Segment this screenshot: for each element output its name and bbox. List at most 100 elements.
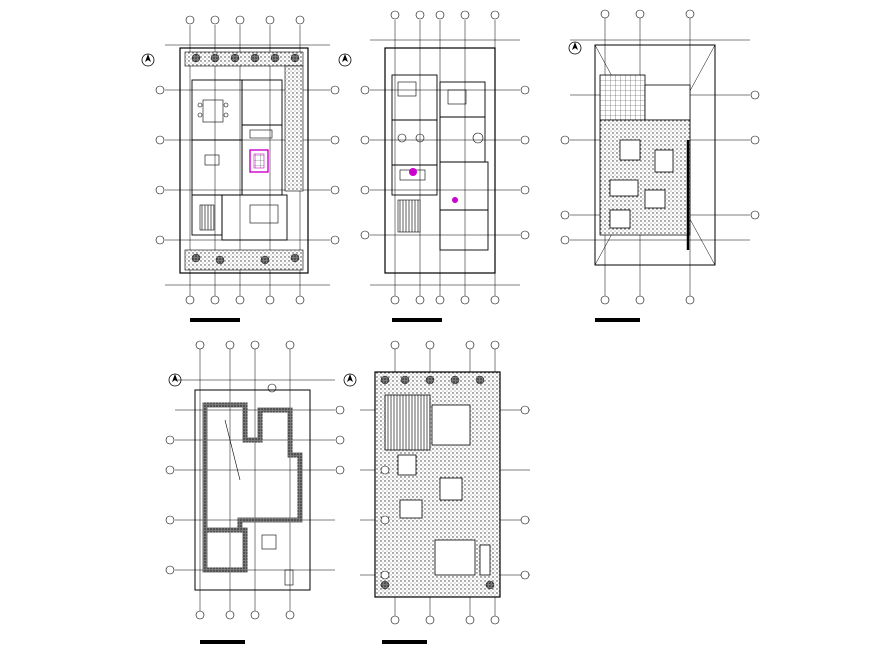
north-arrow-icon [168,373,182,387]
grid-bubble [750,210,760,220]
grid-bubble [330,135,340,145]
grid-bubble [390,295,400,305]
north-arrow-icon [343,373,357,387]
grid-bubbles [155,9,760,625]
grid-bubble [750,135,760,145]
grid-bubble [330,85,340,95]
grid-bubble [520,570,530,580]
accent-marker [452,197,458,203]
grid-bubble [520,515,530,525]
grid-bubble [155,235,165,245]
grid-bubble [285,610,295,620]
grid-bubble [415,10,425,20]
grid-bubble [390,615,400,625]
grid-bubble [520,185,530,195]
grid-bubble [330,185,340,195]
accent-marker [409,168,417,176]
grid-bubble [295,15,305,25]
sheet-title-bar [382,640,427,644]
grid-bubble [195,340,205,350]
grid-bubble [225,610,235,620]
plan-1 [141,25,330,322]
grid-bubble [520,135,530,145]
grid-bubble [360,135,370,145]
grid-bubble [195,610,205,620]
staircase [199,204,215,231]
grid-bubble [165,515,175,525]
sheet-title-bar [200,640,245,644]
grid-bubble [165,435,175,445]
grid-bubble [295,295,305,305]
grid-bubble [465,615,475,625]
grid-bubble [635,9,645,19]
grid-bubble [465,340,475,350]
grid-bubble [335,405,345,415]
grid-bubble [250,610,260,620]
grid-bubble [520,230,530,240]
north-arrow-icon [141,53,155,67]
grid-bubble [330,235,340,245]
grid-bubble [490,295,500,305]
grid-bubble [250,340,260,350]
grid-bubble [335,435,345,445]
plan-3 [568,18,750,322]
grid-bubble [490,340,500,350]
grid-bubble [235,295,245,305]
plan-4 [168,345,335,644]
grid-bubble [265,15,275,25]
grid-bubble [380,465,390,475]
grid-bubble [435,295,445,305]
grid-bubble [560,135,570,145]
grid-bubble [225,340,235,350]
grid-bubble [390,340,400,350]
grid-bubble [490,615,500,625]
grid-bubble [520,85,530,95]
grid-bubble [185,15,195,25]
grid-bubble [460,295,470,305]
grid-bubble [560,210,570,220]
grid-bubble [390,10,400,20]
sheet-title-bar [190,318,240,322]
grid-bubble [360,85,370,95]
roof-slope [384,394,431,451]
grid-bubble [165,465,175,475]
grid-bubble [335,465,345,475]
grid-bubble [380,515,390,525]
grid-bubble [460,10,470,20]
grid-bubble [155,85,165,95]
grid-bubble [185,295,195,305]
roof-tile-area [599,74,646,121]
grid-bubble [360,230,370,240]
grid-bubble [490,10,500,20]
plan-2 [338,20,520,322]
grid-bubble [155,185,165,195]
grid-bubble [425,615,435,625]
grid-bubble [235,15,245,25]
grid-bubble [685,9,695,19]
grid-bubble [520,405,530,415]
grid-bubble [265,295,275,305]
grid-bubble [285,340,295,350]
rug-highlight [249,149,269,173]
grid-bubble [380,570,390,580]
grid-bubble [750,90,760,100]
north-arrow-icon [338,53,352,67]
grid-bubble [360,185,370,195]
grid-bubble [435,10,445,20]
grid-bubble [210,295,220,305]
grid-bubble [210,15,220,25]
sheet-title-bar [595,318,640,322]
grid-bubble [165,565,175,575]
staircase [397,199,421,233]
grid-bubble [685,295,695,305]
grid-bubble [560,235,570,245]
grid-bubble [635,295,645,305]
plan-5 [343,345,530,644]
grid-bubble [155,135,165,145]
grid-bubble [425,340,435,350]
sheet-title-bar [392,318,442,322]
grid-bubble [600,9,610,19]
grid-bubble [600,295,610,305]
